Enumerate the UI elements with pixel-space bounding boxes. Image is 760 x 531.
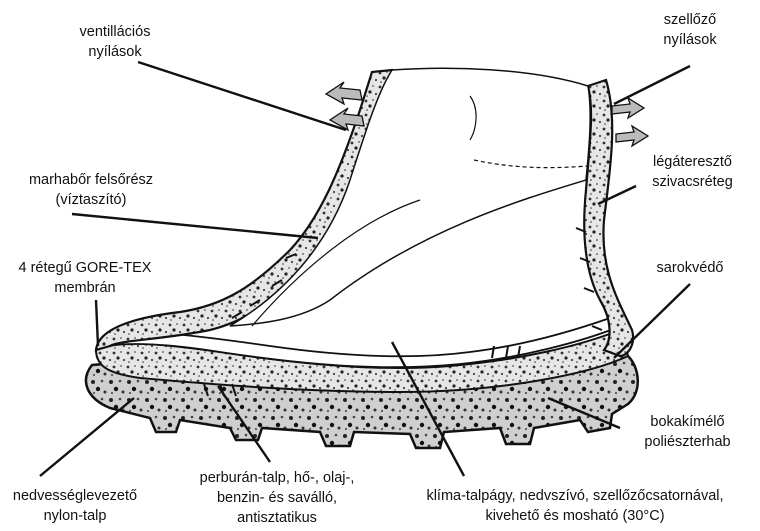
vent-arrows-left [326,82,364,130]
label-goretex: 4 rétegű GORE-TEX membrán [0,258,170,298]
label-heel-guard: sarokvédő [640,258,740,278]
label-climate-insole: klíma-talpágy, nedvszívó, szellőzőcsator… [390,486,760,526]
heel-upper [584,80,633,356]
leader-vent-openings [614,66,690,104]
leader-ventilation-holes [138,62,346,130]
label-ventilation-holes: ventillációs nyílások [40,22,190,62]
leader-nylon-sole [40,398,134,476]
label-nylon-sole: nedvességlevezető nylon-talp [0,486,150,526]
label-air-sponge: légáteresztő szivacsréteg [630,152,755,192]
label-vent-openings: szellőző nyílások [630,10,750,50]
label-leather-upper: marhabőr felsőrész (víztaszító) [6,170,176,210]
leader-leather-upper [72,214,318,238]
vent-arrows-right [612,98,648,146]
label-perburan-sole: perburán-talp, hő-, olaj-, benzin- és sa… [182,468,372,528]
label-ankle-foam: bokakímélő poliészterhab [620,412,755,452]
leader-goretex [96,300,98,346]
tongue [230,68,590,326]
